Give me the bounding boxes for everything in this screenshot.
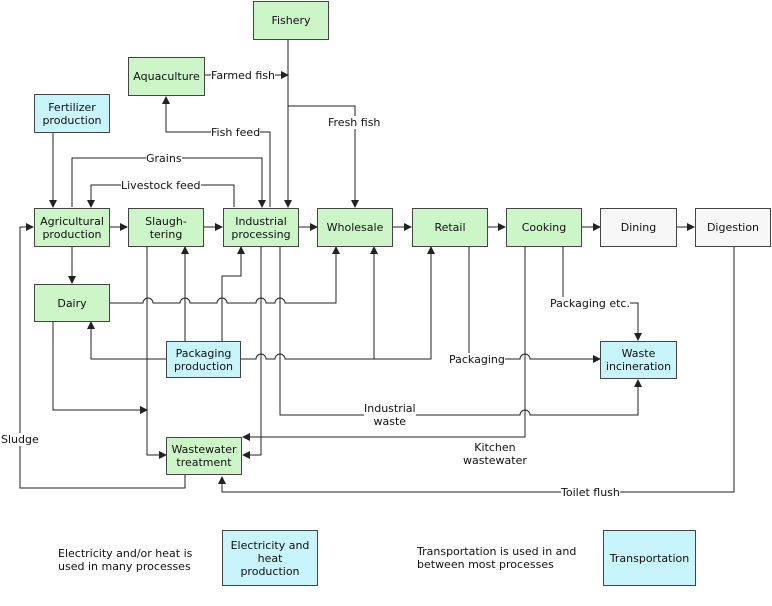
edge-packaging-industrial [221,246,245,341]
edge-dairy-wastewater [52,322,148,414]
node-electricity-heat-production: Electricity and heat production [222,530,318,586]
edge-sludge [19,223,186,489]
edge-packaging-wholesale [241,246,378,360]
edge-industrial-wastewater [242,247,262,459]
label-toilet-flush: Toilet flush [561,486,620,499]
label-sludge: Sludge [1,433,39,446]
edge-kitchen-wastewater [242,247,526,441]
node-wastewater-treatment: Wastewater treatment [166,437,242,475]
node-fishery: Fishery [253,1,329,40]
node-cooking: Cooking [506,208,582,247]
label-grains: Grains [146,152,182,165]
edge-dairy-wholesale [110,246,340,304]
node-packaging-production: Packaging production [166,341,241,378]
node-wholesale: Wholesale [317,208,393,247]
edge-retail-incineration [468,247,601,363]
note-transportation: Transportation is used in and between mo… [417,545,577,571]
node-waste-incineration: Waste incineration [600,341,677,379]
edge-slaughter-wastewater [146,247,167,459]
node-dairy: Dairy [34,284,110,322]
node-transportation: Transportation [603,530,696,586]
edge-packaging-retail [374,246,435,360]
label-fish-feed: Fish feed [211,126,261,139]
note-electricity: Electricity and/or heat is used in many … [58,547,193,573]
node-fertilizer-production: Fertilizer production [34,94,110,133]
label-fresh-fish: Fresh fish [328,116,381,129]
edge-industrial-waste [279,247,642,416]
label-kitchen-wastewater: Kitchen wastewater [463,441,527,467]
label-livestock-feed: Livestock feed [121,179,201,192]
node-digestion: Digestion [695,208,771,247]
label-farmed-fish: Farmed fish [211,69,275,82]
node-dining: Dining [600,208,677,247]
edge-toilet-flush [218,247,735,493]
node-industrial-processing: Industrial processing [223,208,299,247]
label-industrial-waste: Industrial waste [364,402,416,428]
node-retail: Retail [412,208,488,247]
node-aquaculture: Aquaculture [128,57,205,96]
label-packaging-etc: Packaging etc. [550,297,630,310]
edge-packaging-dairy [87,321,166,360]
label-packaging: Packaging [449,353,505,366]
node-agricultural-production: Agricultural production [34,208,110,247]
node-slaughtering: Slaugh- tering [128,208,204,247]
edge-fresh-fish [288,105,359,208]
edge-cooking-incineration [562,247,642,341]
